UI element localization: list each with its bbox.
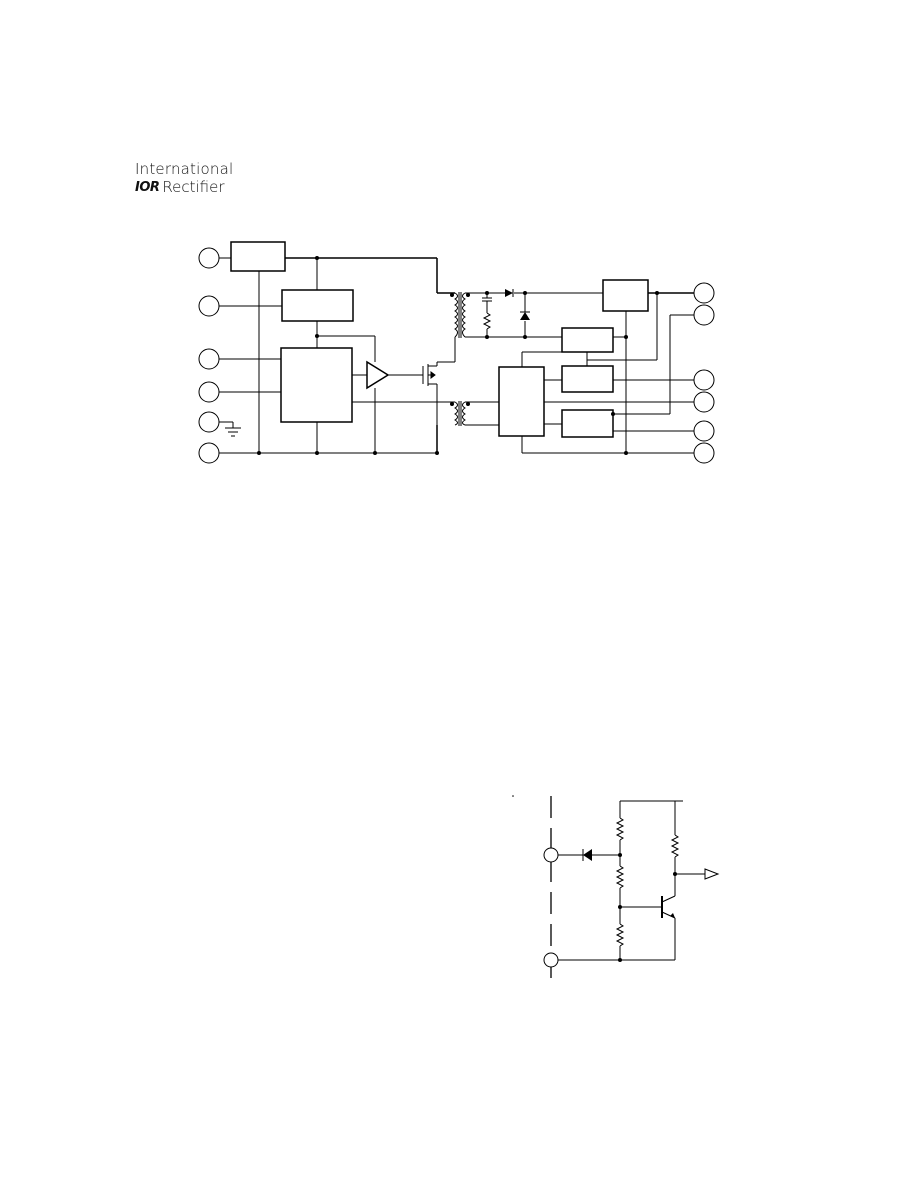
input-block — [230, 241, 286, 272]
left-pin-2 — [198, 295, 220, 317]
right-pins — [693, 282, 715, 464]
power-transformer — [450, 292, 470, 338]
output-circuit — [512, 795, 720, 983]
sense-block — [561, 327, 614, 353]
secondary-rectifier — [465, 292, 603, 338]
junction-dots — [257, 256, 659, 455]
output-regulator-block — [602, 279, 649, 312]
resistor-r1 — [615, 817, 625, 841]
left-pins — [198, 247, 220, 464]
left-pin-1 — [198, 247, 220, 269]
company-logo: International IOR Rectifier — [135, 162, 233, 195]
driver-amplifier — [366, 360, 390, 390]
left-pin-6 — [198, 442, 220, 464]
right-pin-2 — [693, 304, 715, 326]
logo-word-rectifier: Rectifier — [162, 178, 225, 196]
left-pin-3 — [198, 348, 220, 370]
rectifier-diode — [505, 289, 513, 297]
left-pin-4 — [198, 381, 220, 403]
emitter-arrow — [670, 913, 675, 918]
left-pin-5-ground — [198, 411, 220, 433]
ground-symbol — [219, 421, 241, 437]
right-pin-5 — [693, 420, 715, 442]
ior-logo-mark: IOR — [135, 180, 160, 195]
clamp-diode — [520, 312, 530, 320]
right-pin-6 — [693, 442, 715, 464]
control-logic-block — [280, 347, 353, 423]
resistor-r2 — [615, 865, 625, 889]
logo-line-rectifier: IOR Rectifier — [135, 180, 233, 195]
signal-transformer — [450, 401, 499, 426]
output-pin-lower — [543, 952, 559, 968]
reference-block — [281, 289, 354, 322]
resistor-r3 — [615, 923, 625, 947]
right-pin-4 — [693, 391, 715, 413]
right-pin-1 — [693, 282, 715, 304]
supply-rail — [285, 257, 455, 453]
isolated-logic-block — [498, 366, 545, 437]
resistor-r4 — [670, 834, 680, 858]
right-pin-3 — [693, 369, 715, 391]
output-pin-upper — [543, 847, 559, 863]
status-block-2 — [561, 409, 614, 438]
status-block-1 — [561, 365, 614, 393]
logo-line-international: International — [135, 160, 234, 178]
right-wiring — [521, 292, 694, 454]
mosfet-switch — [422, 337, 456, 425]
input-diode — [583, 849, 592, 861]
